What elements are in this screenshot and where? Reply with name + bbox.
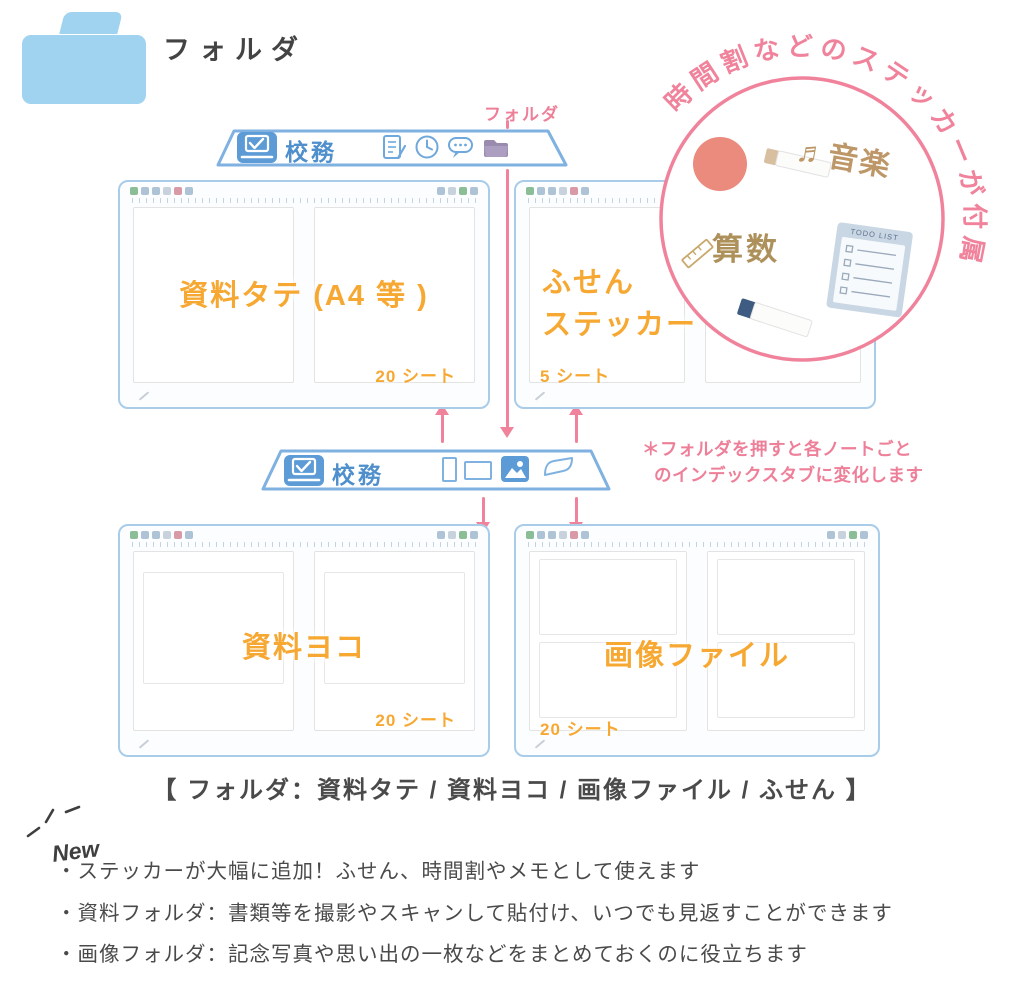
ruler bbox=[528, 542, 866, 547]
arrow-line bbox=[482, 497, 485, 524]
toolbar-icons bbox=[526, 187, 589, 195]
page-right bbox=[314, 551, 475, 731]
toolbar-icons bbox=[130, 531, 193, 539]
sheet-count: 20 シート bbox=[375, 711, 456, 730]
photo-frame bbox=[717, 642, 855, 718]
connector-line bbox=[506, 169, 509, 428]
landscape-page-icon[interactable] bbox=[463, 454, 493, 486]
laptop-check-icon[interactable] bbox=[284, 455, 324, 486]
arrow-up-icon bbox=[569, 404, 583, 415]
round-sticker bbox=[693, 137, 747, 191]
sheet-count: 5 シート bbox=[540, 367, 611, 386]
index-tab-bar-top[interactable]: 校務 bbox=[212, 127, 572, 169]
notebook-title: 資料ヨコ bbox=[241, 632, 366, 664]
arrow-down-icon bbox=[500, 427, 514, 438]
arrow-line bbox=[441, 413, 444, 443]
page-title: フォルダ bbox=[163, 35, 307, 65]
pointer-line bbox=[506, 120, 509, 129]
page-left bbox=[529, 551, 687, 731]
page-left bbox=[133, 551, 294, 731]
folder-icon bbox=[22, 12, 146, 104]
notebook-yoko: 資料ヨコ 20 シート bbox=[118, 524, 490, 757]
photo-frame bbox=[539, 559, 677, 635]
pencil-mark bbox=[138, 391, 150, 401]
notebook-toolbar bbox=[120, 526, 488, 541]
pen-sticker bbox=[737, 298, 813, 338]
notebook-toolbar bbox=[516, 526, 878, 541]
index-tab-bar-middle[interactable]: 校務 bbox=[257, 447, 615, 493]
sparkle-icon bbox=[26, 805, 81, 838]
photo-frame bbox=[143, 572, 284, 684]
folder-pointer-label: フォルダ bbox=[484, 105, 560, 124]
todo-list-sticker: TODO LIST bbox=[826, 222, 913, 318]
image-icon[interactable] bbox=[500, 453, 530, 485]
page-right bbox=[314, 207, 475, 383]
page-left bbox=[133, 207, 294, 383]
notebook-title: 画像ファイル bbox=[603, 640, 790, 672]
tab-label[interactable]: 校務 bbox=[285, 139, 337, 165]
laptop-check-icon[interactable] bbox=[237, 132, 277, 163]
toolbar-icons bbox=[437, 187, 478, 195]
bullet-item: ・ステッカーが大幅に追加！ふせん、時間割やメモとして使えます bbox=[56, 860, 701, 883]
pen-sticker bbox=[764, 148, 832, 178]
arrow-line bbox=[575, 497, 578, 524]
folder-tab-icon[interactable] bbox=[480, 132, 510, 164]
pencil-mark bbox=[138, 739, 150, 749]
feature-bullets: ・ステッカーが大幅に追加！ふせん、時間割やメモとして使えます ・資料フォルダ：書… bbox=[56, 860, 1006, 985]
curved-sheet-icon[interactable] bbox=[541, 453, 573, 485]
bullet-item: ・画像フォルダ：記念写真や思い出の一枚などをまとめておくのに役立ちます bbox=[56, 943, 808, 967]
folder-tab-shape bbox=[59, 12, 123, 34]
notebook-gazou: 画像ファイル 20 シート bbox=[514, 524, 880, 757]
tab-label[interactable]: 校務 bbox=[332, 462, 384, 488]
tab-behavior-note: ＊フォルダを押すと各ノートごと のインデックスタブに変化します bbox=[642, 439, 924, 486]
notebook-toolbar bbox=[120, 182, 488, 197]
sheet-count: 20 シート bbox=[375, 367, 456, 386]
pencil-mark bbox=[534, 391, 546, 401]
pencil-mark bbox=[534, 739, 546, 749]
math-sticker-label: 算数 bbox=[712, 232, 780, 267]
folder-caption: 【 フォルダ：資料タテ / 資料ヨコ / 画像ファイル / ふせん 】 bbox=[152, 777, 872, 804]
photo-frame bbox=[717, 559, 855, 635]
toolbar-icons bbox=[437, 531, 478, 539]
notebook-tate: 資料タテ (A4 等 ) 20 シート bbox=[118, 180, 490, 409]
toolbar-icons bbox=[827, 531, 868, 539]
photo-frame bbox=[539, 642, 677, 718]
ruler bbox=[132, 542, 476, 547]
clock-icon[interactable] bbox=[412, 132, 442, 164]
folder-body-shape bbox=[22, 35, 146, 104]
portrait-page-icon[interactable] bbox=[434, 454, 464, 486]
bullet-item: ・資料フォルダ：書類等を撮影やスキャンして貼付け、いつでも見返すことができます bbox=[56, 901, 893, 925]
document-icon[interactable] bbox=[379, 132, 409, 164]
page-right bbox=[707, 551, 865, 731]
ruler-icon bbox=[681, 238, 714, 269]
sticker-showcase: 時間割などのステッカーが付属 ♬音楽 算数 TODO LIST bbox=[659, 31, 984, 362]
notebook-title: ふせん ステッカー bbox=[542, 267, 698, 342]
arrow-line bbox=[575, 413, 578, 443]
notebook-title: 資料タテ (A4 等 ) bbox=[179, 280, 429, 312]
sheet-count: 20 シート bbox=[540, 720, 621, 739]
toolbar-icons bbox=[526, 531, 589, 539]
speech-bubble-icon[interactable] bbox=[446, 132, 476, 164]
toolbar-icons bbox=[130, 187, 193, 195]
ruler bbox=[132, 198, 476, 203]
photo-frame bbox=[324, 572, 465, 684]
arrow-up-icon bbox=[435, 404, 449, 415]
